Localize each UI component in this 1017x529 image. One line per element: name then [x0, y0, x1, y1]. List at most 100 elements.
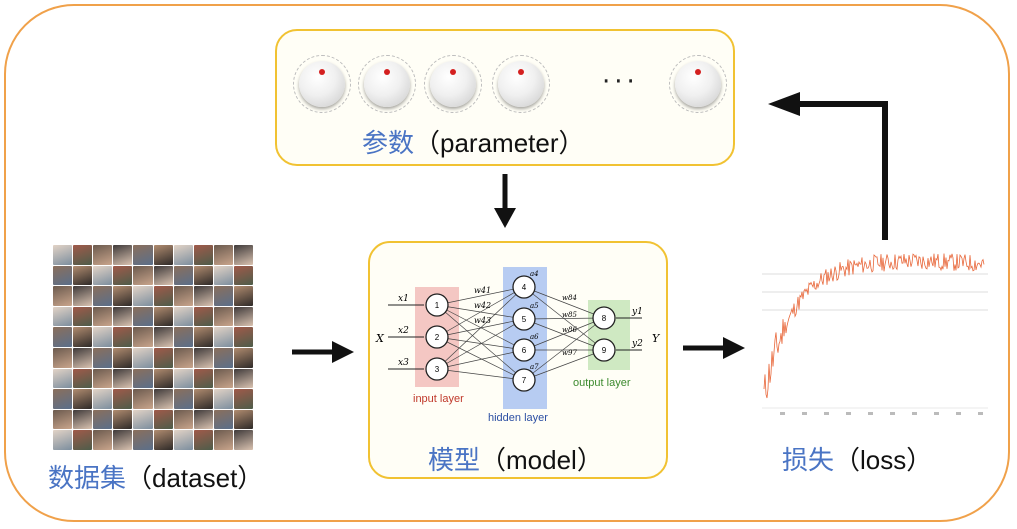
dataset-image: [153, 389, 173, 409]
w86-label: w86: [562, 326, 577, 334]
x2-label: x2: [398, 326, 409, 336]
edge-1-4: [436, 286, 525, 306]
x-tick: [780, 412, 785, 415]
dataset-image: [133, 327, 153, 347]
dataset-image: [93, 430, 113, 450]
w85-label: w85: [562, 311, 577, 319]
dataset-image: [173, 265, 193, 286]
edge-3-4: [436, 286, 525, 370]
dataset-image: [53, 430, 73, 450]
node-6: [512, 338, 536, 362]
dataset-image: [233, 430, 253, 450]
dataset-image: [113, 409, 133, 430]
y2-label: y2: [631, 339, 643, 349]
dataset-label: 数据集（dataset）: [48, 463, 264, 494]
dataset-image: [213, 327, 233, 347]
node-1: [425, 293, 449, 317]
dataset-image: [233, 265, 253, 286]
knob-3[interactable]: [424, 55, 482, 113]
edge-3-7: [436, 368, 525, 381]
dataset-image: [173, 430, 193, 450]
dataset-image: [193, 327, 213, 347]
dataset-image: [133, 265, 153, 286]
dataset-image: [133, 245, 153, 265]
right-arrow-dataset: [292, 341, 354, 363]
dataset-image: [93, 265, 113, 286]
node-label-1: 1: [435, 301, 440, 310]
dataset-image: [233, 286, 253, 306]
dataset-image: [233, 368, 253, 389]
dataset-image: [93, 409, 113, 430]
parameter-ellipsis: ···: [602, 67, 639, 97]
dataset-image: [213, 389, 233, 409]
a4-label: a4: [530, 270, 539, 278]
dataset-image: [113, 245, 133, 265]
x1-label: x1: [398, 294, 409, 304]
parameter-box: ··· 参数（parameter）: [275, 29, 735, 166]
dataset-image: [173, 286, 193, 306]
node-label-9: 9: [602, 346, 607, 355]
dataset-image: [93, 348, 113, 368]
dataset-image: [73, 306, 93, 327]
dataset-image: [93, 389, 113, 409]
knob-n[interactable]: [669, 55, 727, 113]
knob-1[interactable]: [293, 55, 351, 113]
input-layer-label: input layer: [413, 393, 464, 405]
a6-label: a6: [530, 333, 539, 341]
dataset-image: [53, 368, 73, 389]
dataset-image: [153, 286, 173, 306]
knob-4[interactable]: [492, 55, 550, 113]
knob-2[interactable]: [358, 55, 416, 113]
dataset-image: [193, 348, 213, 368]
dataset-image: [113, 389, 133, 409]
dataset-image: [73, 245, 93, 265]
dataset-image: [153, 430, 173, 450]
right-arrow-model: [683, 337, 745, 359]
dataset-image: [113, 306, 133, 327]
dataset-image: [93, 327, 113, 347]
dataset-image: [113, 430, 133, 450]
node-4: [512, 275, 536, 299]
down-arrow: [494, 174, 516, 228]
dataset-image: [53, 286, 73, 306]
x-tick: [934, 412, 939, 415]
x-tick: [824, 412, 829, 415]
x-tick: [890, 412, 895, 415]
loss-line: [763, 253, 985, 399]
dataset-image: [173, 389, 193, 409]
dataset-image: [153, 368, 173, 389]
dataset-image: [93, 306, 113, 327]
dataset-image: [193, 430, 213, 450]
dataset-image: [153, 245, 173, 265]
w42-label: w42: [474, 301, 491, 310]
dataset-image: [193, 368, 213, 389]
dataset-image: [233, 245, 253, 265]
node-3: [425, 357, 449, 381]
y1-label: y1: [631, 307, 643, 317]
edge-2-4: [436, 286, 525, 338]
x-tick: [956, 412, 961, 415]
dataset-image: [213, 265, 233, 286]
w84-label: w84: [562, 294, 577, 302]
dataset-image: [213, 286, 233, 306]
dataset-image: [133, 389, 153, 409]
dataset-image: [173, 306, 193, 327]
node-8: [592, 306, 616, 330]
dataset-image: [233, 306, 253, 327]
dataset-image: [233, 327, 253, 347]
dataset-image: [133, 430, 153, 450]
node-2: [425, 325, 449, 349]
edge-5-8: [523, 317, 605, 320]
dataset-image: [233, 348, 253, 368]
a5-label: a5: [530, 302, 539, 310]
dataset-image: [173, 348, 193, 368]
dataset-image: [133, 348, 153, 368]
edge-5-9: [523, 318, 605, 351]
node-label-7: 7: [522, 376, 527, 385]
dataset-image: [53, 348, 73, 368]
dataset-image: [233, 409, 253, 430]
x-tick: [846, 412, 851, 415]
node-label-2: 2: [435, 333, 440, 342]
x-tick: [978, 412, 983, 415]
dataset-image: [73, 430, 93, 450]
